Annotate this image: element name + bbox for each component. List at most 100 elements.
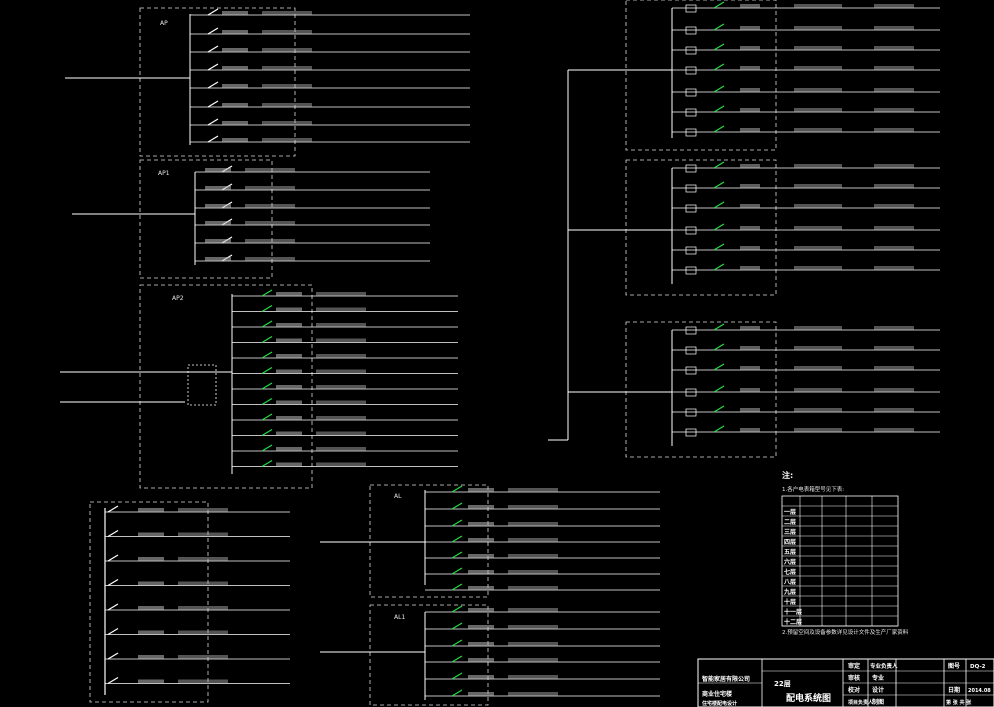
notes-line-1: 1.各户电表箱型号见下表:: [782, 485, 844, 493]
breaker-symbol: [207, 8, 219, 16]
cable-spec-text: [740, 128, 760, 132]
cable-spec-text: [276, 307, 302, 312]
breaker-symbol: [451, 622, 463, 630]
breaker-symbol: [713, 105, 725, 113]
breaker-symbol: [451, 655, 463, 663]
cable-spec-text: [276, 400, 302, 405]
circuit-spec-text: [178, 630, 228, 635]
meter-symbol: [685, 346, 697, 355]
meter-symbol: [685, 408, 697, 417]
meter-table-row-label: 七层: [784, 568, 796, 576]
cable-spec-text: [468, 692, 494, 696]
cable-spec-text: [138, 606, 164, 610]
notes-heading: 注:: [782, 470, 793, 480]
cable-spec-text: [222, 30, 248, 34]
panel-label: AP2: [172, 295, 184, 302]
title-date: 2014.08: [968, 688, 991, 694]
cable-spec-text: [276, 292, 302, 296]
meter-table-row-label: 九层: [783, 588, 796, 596]
cable-spec-text: [468, 642, 494, 646]
meter-symbol: [685, 388, 697, 397]
title-drawing-no: DQ-2: [970, 664, 986, 670]
cable-spec-text: [222, 11, 248, 15]
circuit-spec-text: [508, 675, 558, 679]
breaker-symbol: [207, 118, 219, 126]
cable-spec-text: [138, 508, 164, 512]
floor-box-top: [625, 0, 777, 151]
circuit-spec-text: [178, 557, 228, 561]
load-spec-text: [874, 346, 914, 350]
meter-symbol: [685, 204, 697, 213]
meter-table-row-label: 十层: [784, 598, 796, 606]
cable-spec-text: [222, 121, 248, 125]
panel-label: AL1: [394, 614, 405, 621]
circuit-spec-text: [316, 385, 366, 389]
meter-symbol: [685, 26, 697, 35]
circuit-spec-text: [508, 538, 558, 542]
floor-box-middle: [625, 159, 777, 296]
title-project-2: 住宅楼配电设计: [702, 700, 737, 707]
title-review: 校对: [848, 686, 860, 694]
floor-box-bottom: [625, 321, 777, 458]
cable-spec-text: [276, 462, 302, 467]
cable-spec-text: [740, 184, 760, 188]
circuit-spec-text: [178, 532, 228, 537]
meter-symbol: [685, 266, 697, 275]
breaker-symbol: [713, 43, 725, 51]
cable-spec-text: [740, 26, 760, 30]
cable-spec-text: [740, 204, 760, 208]
breaker-symbol: [451, 583, 463, 591]
circuit-spec-text: [262, 121, 312, 125]
load-spec-text: [874, 204, 914, 208]
cable-spec-text: [138, 630, 164, 635]
cable-spec-text: [740, 408, 760, 412]
cable-spec-text: [468, 658, 494, 662]
circuit-spec-text: [794, 88, 842, 92]
breaker-symbol: [261, 320, 273, 328]
circuit-spec-text: [262, 11, 312, 15]
circuit-spec-text: [178, 655, 228, 659]
circuit-spec-text: [316, 447, 366, 451]
breaker-symbol: [261, 413, 273, 421]
circuit-spec-text: [508, 642, 558, 646]
circuit-spec-text: [794, 4, 842, 8]
circuit-spec-text: [316, 369, 366, 374]
cable-spec-text: [138, 532, 164, 537]
breaker-symbol: [713, 343, 725, 351]
meter-table-row-label: 十一层: [784, 608, 802, 616]
meter-table-row-label: 十二层: [784, 618, 802, 626]
cable-spec-text: [740, 346, 760, 350]
meter-symbol: [685, 326, 697, 335]
circuit-spec-text: [508, 692, 558, 696]
breaker-symbol: [207, 81, 219, 89]
circuit-spec-text: [794, 108, 842, 112]
cable-spec-text: [138, 679, 164, 684]
meter-table-row-label: 八层: [783, 578, 796, 586]
breaker-symbol: [107, 676, 119, 685]
circuit-spec-text: [178, 508, 228, 512]
panel-al: AL: [320, 484, 489, 598]
breaker-symbol: [261, 397, 273, 406]
cable-spec-text: [138, 557, 164, 561]
breaker-symbol: [451, 605, 463, 613]
cable-spec-text: [740, 388, 760, 392]
circuit-spec-text: [794, 46, 842, 50]
breaker-symbol: [107, 627, 119, 636]
circuit-spec-text: [794, 246, 842, 250]
circuit-spec-text: [262, 84, 312, 88]
cable-spec-text: [468, 488, 494, 492]
breaker-symbol: [207, 45, 219, 53]
cable-spec-text: [205, 257, 231, 261]
circuit-spec-text: [794, 428, 842, 432]
title-project: 商业住宅楼: [702, 690, 732, 698]
panel-ap1: AP1: [72, 159, 273, 279]
breaker-symbol: [107, 652, 119, 660]
panel-label: AL: [394, 493, 402, 500]
cable-spec-text: [740, 246, 760, 250]
cable-spec-text: [222, 66, 248, 70]
meter-symbol: [685, 88, 697, 97]
load-spec-text: [874, 388, 914, 392]
notes: 注: 1.各户电表箱型号见下表: 2.预留空间及设备参数详见设计文件及生产厂家资…: [782, 470, 909, 636]
breaker-symbol: [261, 335, 273, 344]
cable-spec-text: [740, 66, 760, 70]
